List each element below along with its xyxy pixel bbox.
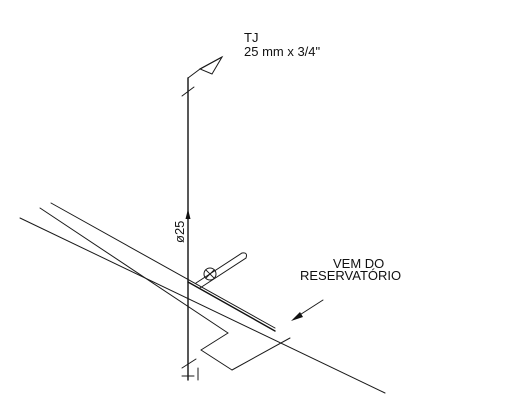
wall-inner-edge	[39, 207, 229, 334]
wall-step-bottom	[200, 349, 233, 371]
supply-pipe	[187, 281, 276, 332]
supply-pipe-line	[187, 281, 276, 332]
valve-icon	[195, 252, 247, 289]
wall-step-down	[200, 332, 229, 351]
wall-lower-edge	[19, 217, 386, 394]
riser-flow-arrow-icon	[185, 209, 191, 219]
fitting-size-label: 25 mm x 3/4"	[244, 44, 321, 59]
tj-fitting-arrow-icon	[198, 55, 224, 75]
riser-break-mark-top	[181, 86, 195, 97]
wall-top-edge	[50, 202, 276, 329]
riser-bend	[187, 68, 201, 79]
riser-break-mark-bottom	[181, 358, 197, 369]
reservoir-label-line2: RESERVATÓRIO	[300, 268, 401, 283]
reservoir-label-line1: VEM DO	[333, 256, 384, 271]
riser-pipe	[181, 68, 201, 381]
fitting-type-label: TJ	[244, 30, 258, 45]
reservoir-leader-arrow-icon	[291, 312, 303, 321]
pipe-diameter-label: ø25	[172, 221, 187, 243]
wall-outline	[19, 202, 386, 394]
reservoir-leader	[291, 299, 324, 321]
